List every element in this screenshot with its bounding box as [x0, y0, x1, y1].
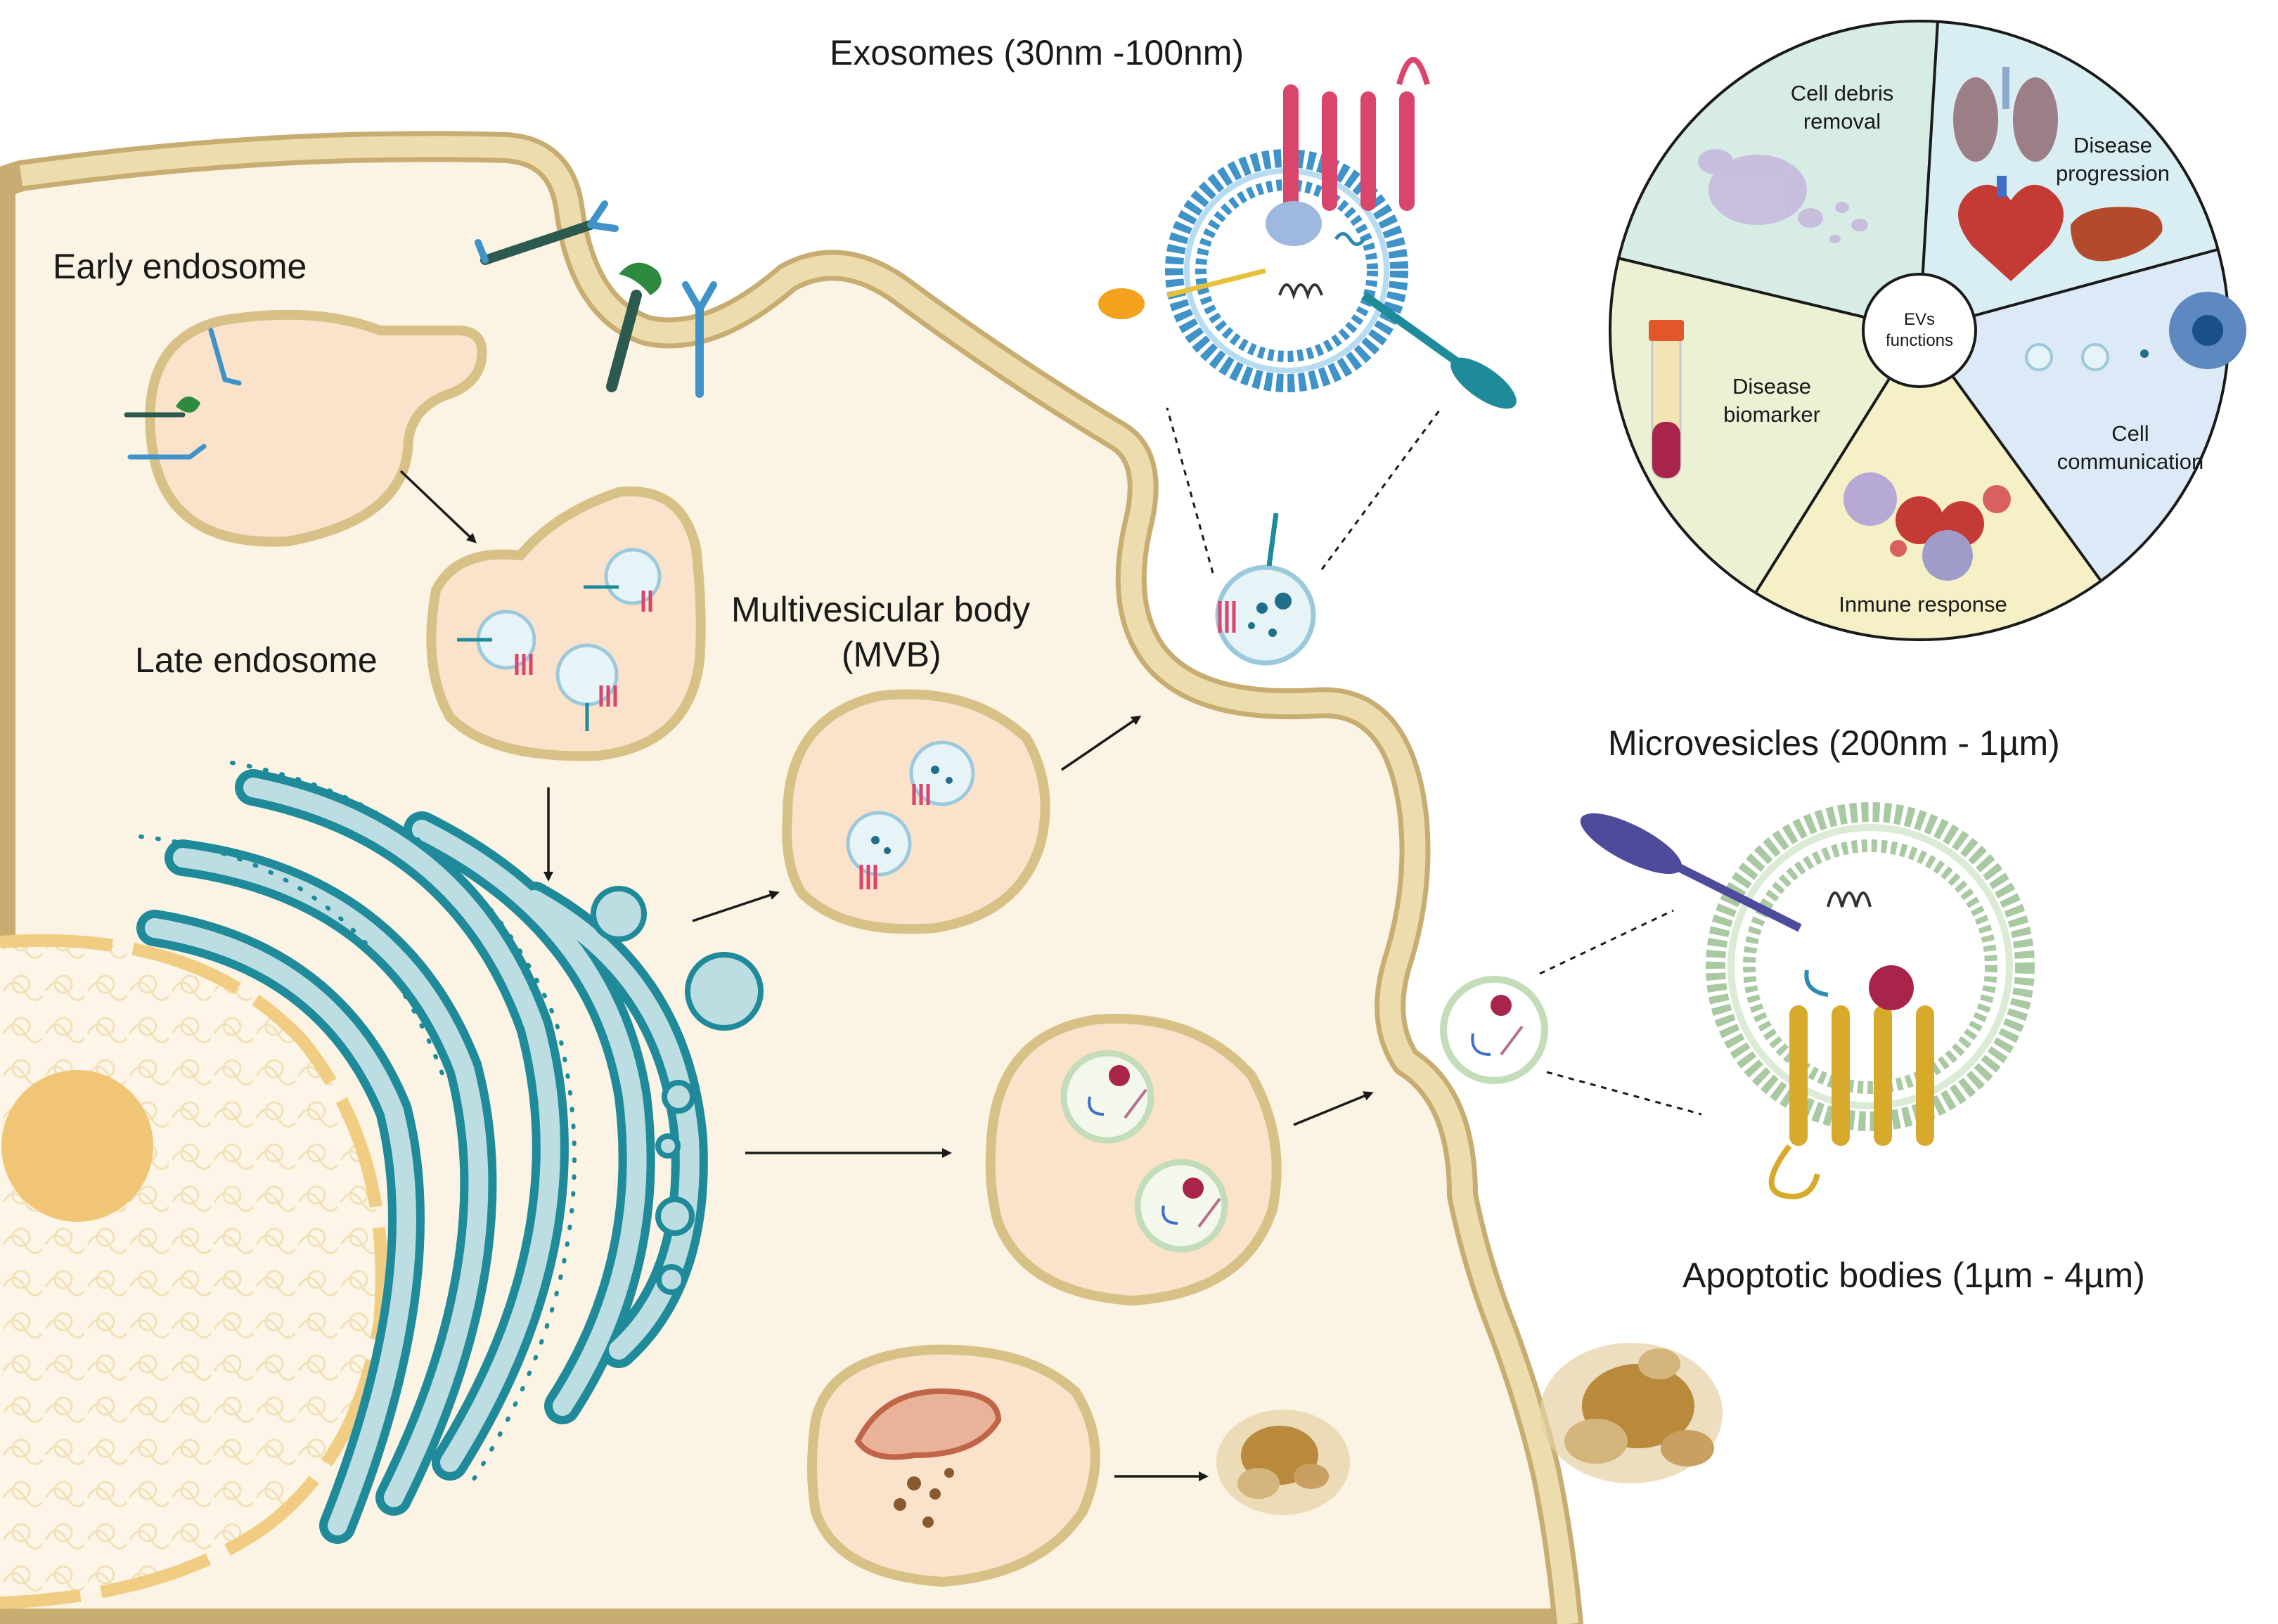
- late-endosome: [426, 486, 706, 761]
- liver-icon: [2071, 207, 2163, 262]
- membrane-receptors: [475, 200, 717, 398]
- disease-biomarker-label-line2: biomarker: [1723, 402, 1820, 427]
- mvb-label-line1: Multivesicular body: [731, 590, 1031, 629]
- nucleus: [0, 934, 388, 1609]
- early-endosome: [124, 309, 487, 547]
- cell-communication-label-line2: communication: [2057, 449, 2204, 474]
- microvesicle-zoom-line-top: [1539, 909, 1674, 975]
- ev-functions-center-line1: EVs: [1903, 310, 1935, 329]
- ev-functions-center-label: EVs functions: [1863, 309, 1976, 352]
- nucleolus: [1, 1070, 153, 1222]
- wheel-segment-cell-debris: [1610, 21, 1941, 330]
- arrow-early-to-late: [399, 470, 477, 543]
- lungs-icon: [1953, 67, 2058, 162]
- apoptotic-body-large: [1540, 1343, 1723, 1483]
- mvb-label-line2: (MVB): [842, 635, 941, 674]
- apoptotic-compartment: [807, 1344, 1100, 1587]
- cell-debris-label-line2: removal: [1803, 109, 1881, 134]
- released-microvesicle: [1440, 976, 1548, 1084]
- disease-progression-label-line2: progression: [2056, 161, 2170, 186]
- exosome-zoom-line-left: [1166, 407, 1214, 574]
- cell-debris-icon: [1698, 149, 1868, 243]
- heart-icon: [1958, 176, 2064, 281]
- cell-debris-label: Cell debris removal: [1726, 79, 1958, 136]
- microvesicle-zoom: [1580, 802, 2035, 1199]
- cell-communication-label: Cell communication: [2025, 420, 2236, 476]
- disease-progression-label: Disease progression: [2007, 131, 2218, 188]
- cell-communication-icon: [2025, 292, 2246, 371]
- microvesicle-transmembrane-protein: [1768, 1005, 1934, 1199]
- apoptotic-bodies-label: Apoptotic bodies (1µm - 4µm): [1682, 1256, 2145, 1295]
- wheel-center: [1862, 273, 1977, 388]
- arrow-to-microvesicle-release: [1293, 1091, 1374, 1126]
- exosome-zoom-line-right: [1320, 407, 1443, 570]
- early-endosome-label: Early endosome: [53, 247, 307, 286]
- immune-response-label: Inmune response: [1810, 591, 2035, 619]
- disease-biomarker-label: Disease biomarker: [1666, 373, 1877, 429]
- ev-functions-center-line2: functions: [1885, 331, 1954, 350]
- mitochondrion: [854, 1388, 1002, 1460]
- cell-debris-label-line1: Cell debris: [1790, 81, 1894, 105]
- golgi-apparatus: [136, 761, 708, 1544]
- multivesicular-body: [782, 689, 1050, 934]
- arrow-golgi-to-mvb: [692, 890, 780, 922]
- arrow-mvb-to-exosome-release: [1061, 715, 1142, 771]
- microvesicle-compartment: [985, 1014, 1282, 1306]
- golgi-vesicles: [591, 886, 764, 1295]
- immune-cells-icon: [1843, 472, 2011, 581]
- apoptotic-body-small: [1216, 1410, 1350, 1515]
- exosome-tetraspanin: [1283, 57, 1430, 211]
- late-endosome-label: Late endosome: [135, 640, 378, 680]
- exosomes-label: Exosomes (30nm -100nm): [830, 33, 1244, 72]
- exosome-zoom: [1098, 57, 1517, 409]
- cell-communication-label-line1: Cell: [2111, 421, 2149, 446]
- disease-biomarker-label-line1: Disease: [1732, 374, 1811, 399]
- microvesicles-label: Microvesicles (200nm - 1µm): [1608, 723, 2060, 763]
- microvesicle-zoom-line-bottom: [1546, 1071, 1702, 1116]
- released-exosome: [1215, 513, 1316, 666]
- immune-response-label-line1: Inmune response: [1839, 592, 2007, 617]
- blood-tube-icon: [1649, 320, 1684, 479]
- disease-progression-label-line1: Disease: [2073, 133, 2152, 157]
